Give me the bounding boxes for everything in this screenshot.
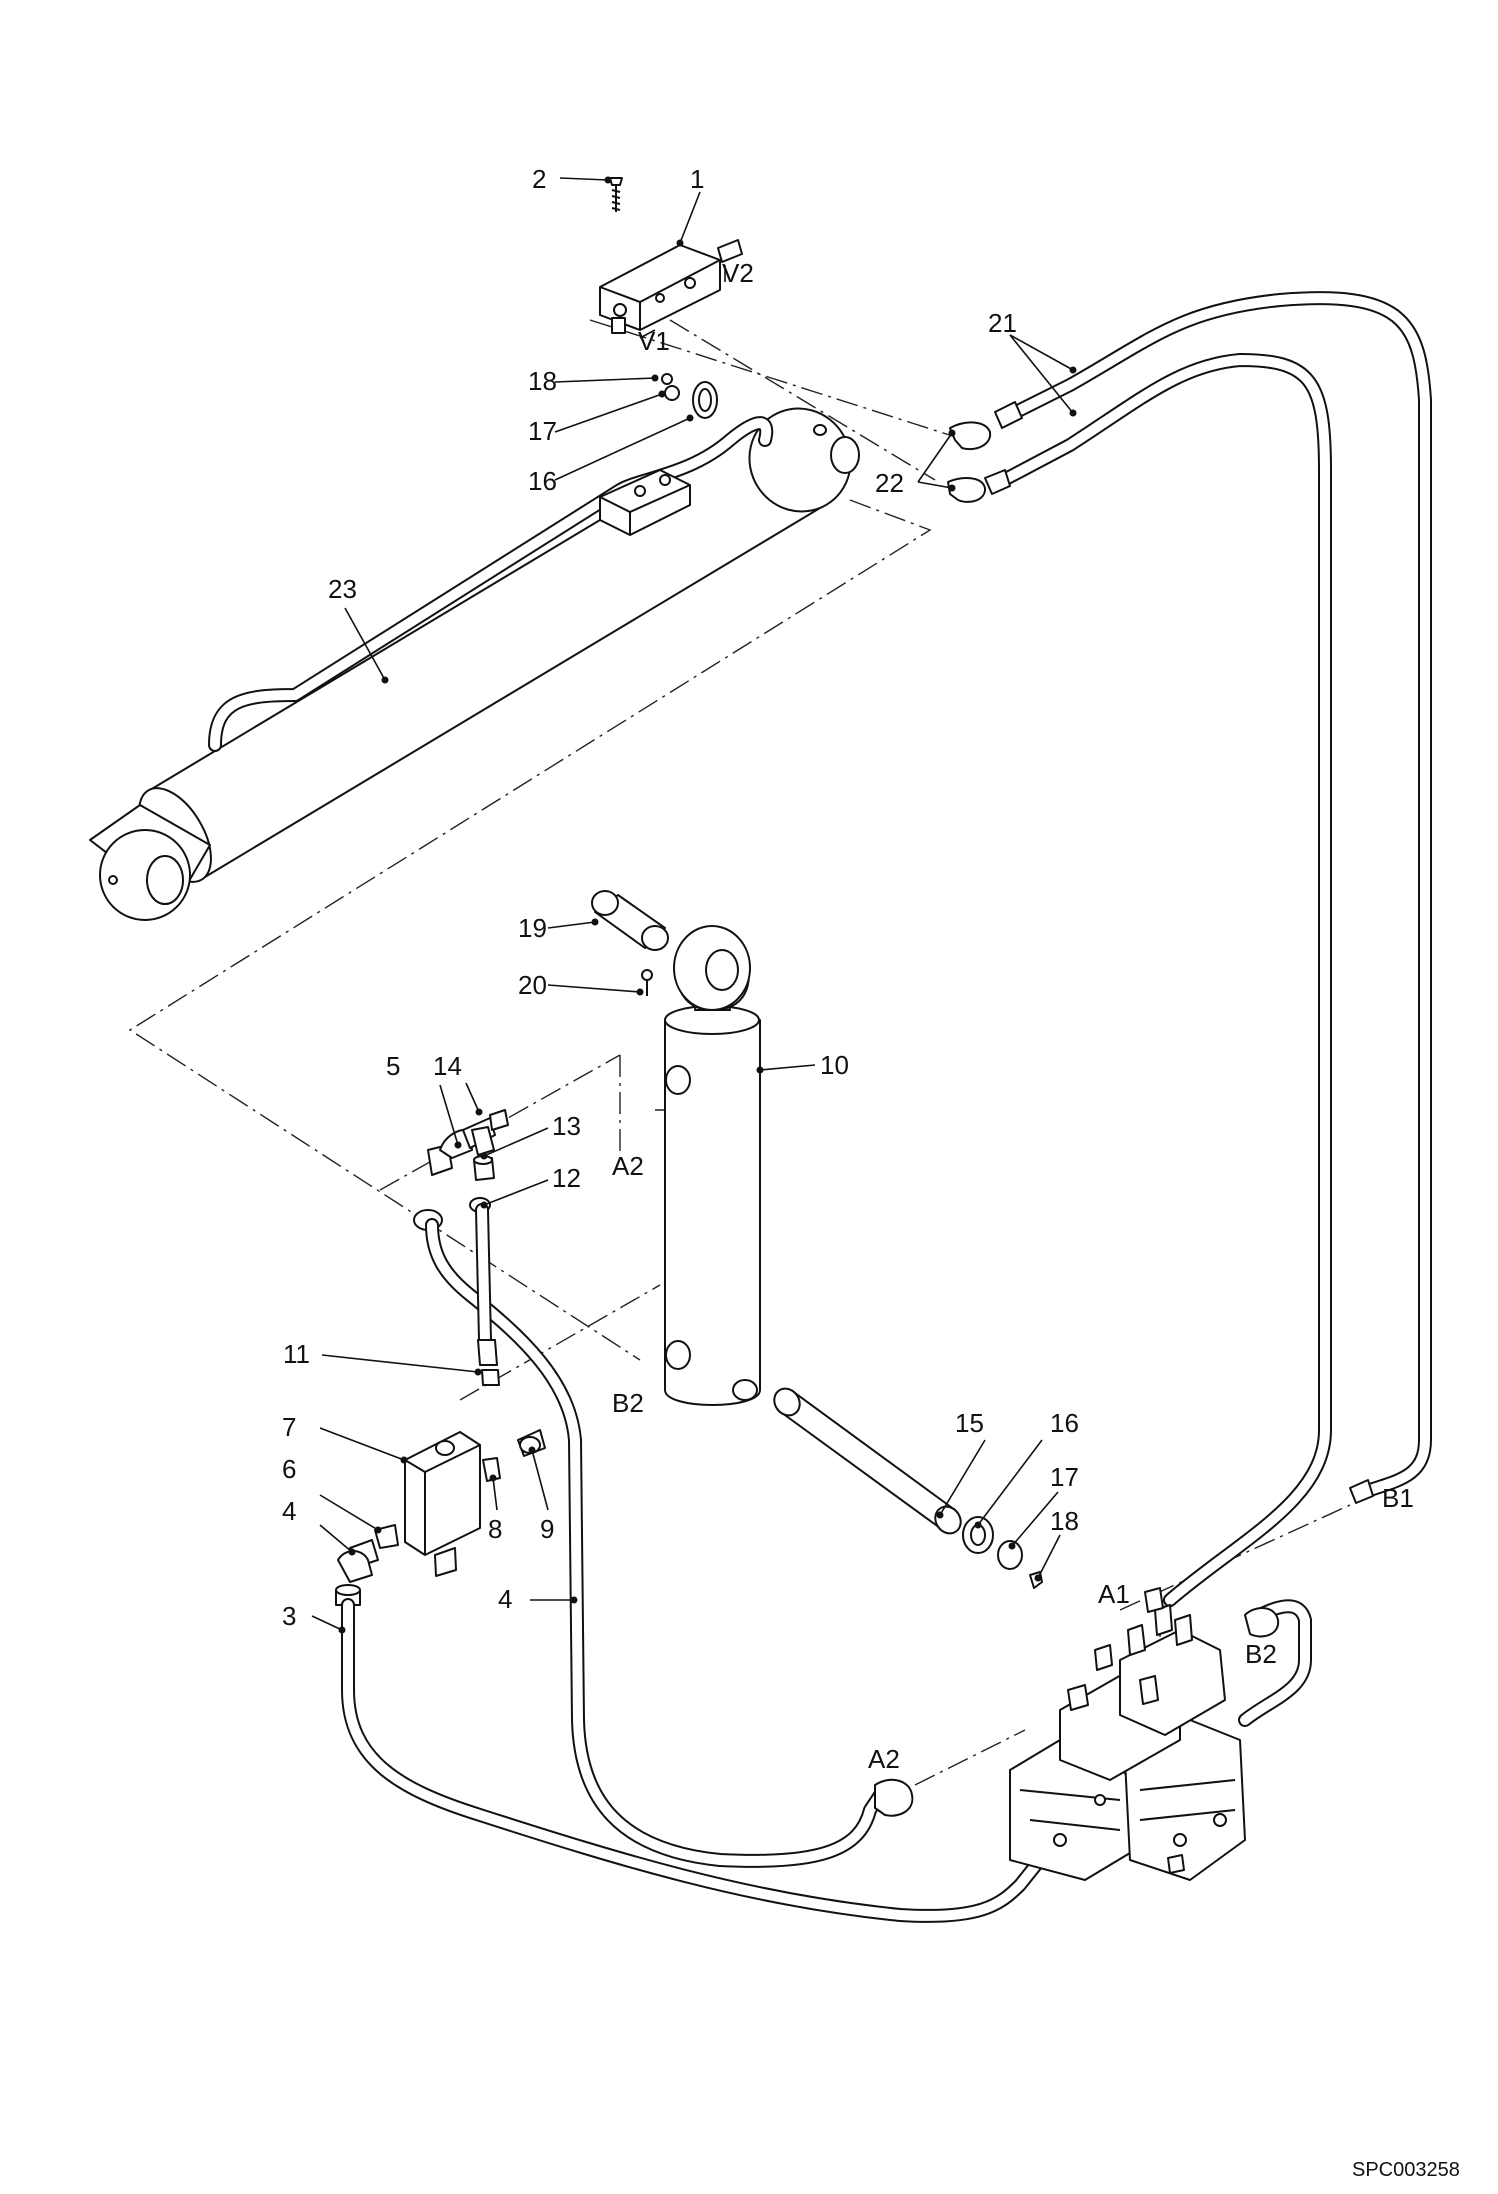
callout-12: 12 xyxy=(552,1163,581,1193)
arm-cylinder xyxy=(664,925,761,1406)
port-label-v2: V2 xyxy=(722,258,754,288)
pin-19 xyxy=(591,890,669,996)
callout-4: 4 xyxy=(498,1584,512,1614)
seal-kit-top xyxy=(661,373,718,419)
port-labels: V2 V1 A2 B2 A1 B1 B2 A2 xyxy=(612,258,1414,1774)
callout-16-top: 16 xyxy=(528,466,557,496)
port-label-b2-valve: B2 xyxy=(1245,1639,1277,1669)
lines-4-11 xyxy=(425,1203,914,1868)
callout-15: 15 xyxy=(955,1408,984,1438)
callout-8: 8 xyxy=(488,1514,502,1544)
callout-22: 22 xyxy=(875,468,904,498)
callout-23: 23 xyxy=(328,574,357,604)
callout-20: 20 xyxy=(518,970,547,1000)
callout-1: 1 xyxy=(690,164,704,194)
callout-5-lower: 4 xyxy=(282,1496,296,1526)
callout-21: 21 xyxy=(988,308,1017,338)
line-3 xyxy=(341,1598,1047,1923)
port-label-b1: B1 xyxy=(1382,1483,1414,1513)
callout-6: 6 xyxy=(282,1454,296,1484)
leader-dots xyxy=(338,176,1077,1634)
callout-19: 19 xyxy=(518,913,547,943)
callout-17-top: 17 xyxy=(528,416,557,446)
safety-valve-block xyxy=(335,1429,546,1606)
callout-7: 7 xyxy=(282,1412,296,1442)
port-label-a2-valve: A2 xyxy=(868,1744,900,1774)
callout-10: 10 xyxy=(820,1050,849,1080)
callout-17-bottom: 17 xyxy=(1050,1462,1079,1492)
main-control-valve xyxy=(1009,1604,1246,1881)
callout-9: 9 xyxy=(540,1514,554,1544)
leader-lines xyxy=(311,177,1074,1631)
port-label-v1: V1 xyxy=(638,326,670,356)
pin-15 xyxy=(773,1387,1043,1589)
callout-11: 11 xyxy=(283,1339,310,1369)
port-label-a2-cylinder: A2 xyxy=(612,1151,644,1181)
callout-13: 13 xyxy=(552,1111,581,1141)
hose-b2 xyxy=(1144,1479,1374,1727)
callout-3: 3 xyxy=(282,1601,296,1631)
part-callouts: 2 1 18 17 16 21 22 23 19 20 10 5 14 13 1… xyxy=(282,164,1079,1631)
hoses-21 xyxy=(947,291,1432,1607)
hose-burst-valve-top xyxy=(599,177,743,334)
fittings-upper xyxy=(413,1109,509,1231)
callout-5-upper: 5 xyxy=(386,1051,400,1081)
callout-18-top: 18 xyxy=(528,366,557,396)
document-id: SPC003258 xyxy=(1352,2159,1460,2181)
callout-18-bottom: 18 xyxy=(1050,1506,1079,1536)
boom-cylinder xyxy=(89,407,860,921)
callout-2: 2 xyxy=(532,164,546,194)
port-label-b2-cylinder: B2 xyxy=(612,1388,644,1418)
port-label-a1: A1 xyxy=(1098,1579,1130,1609)
callout-16-bottom: 16 xyxy=(1050,1408,1079,1438)
callout-14: 14 xyxy=(433,1051,462,1081)
